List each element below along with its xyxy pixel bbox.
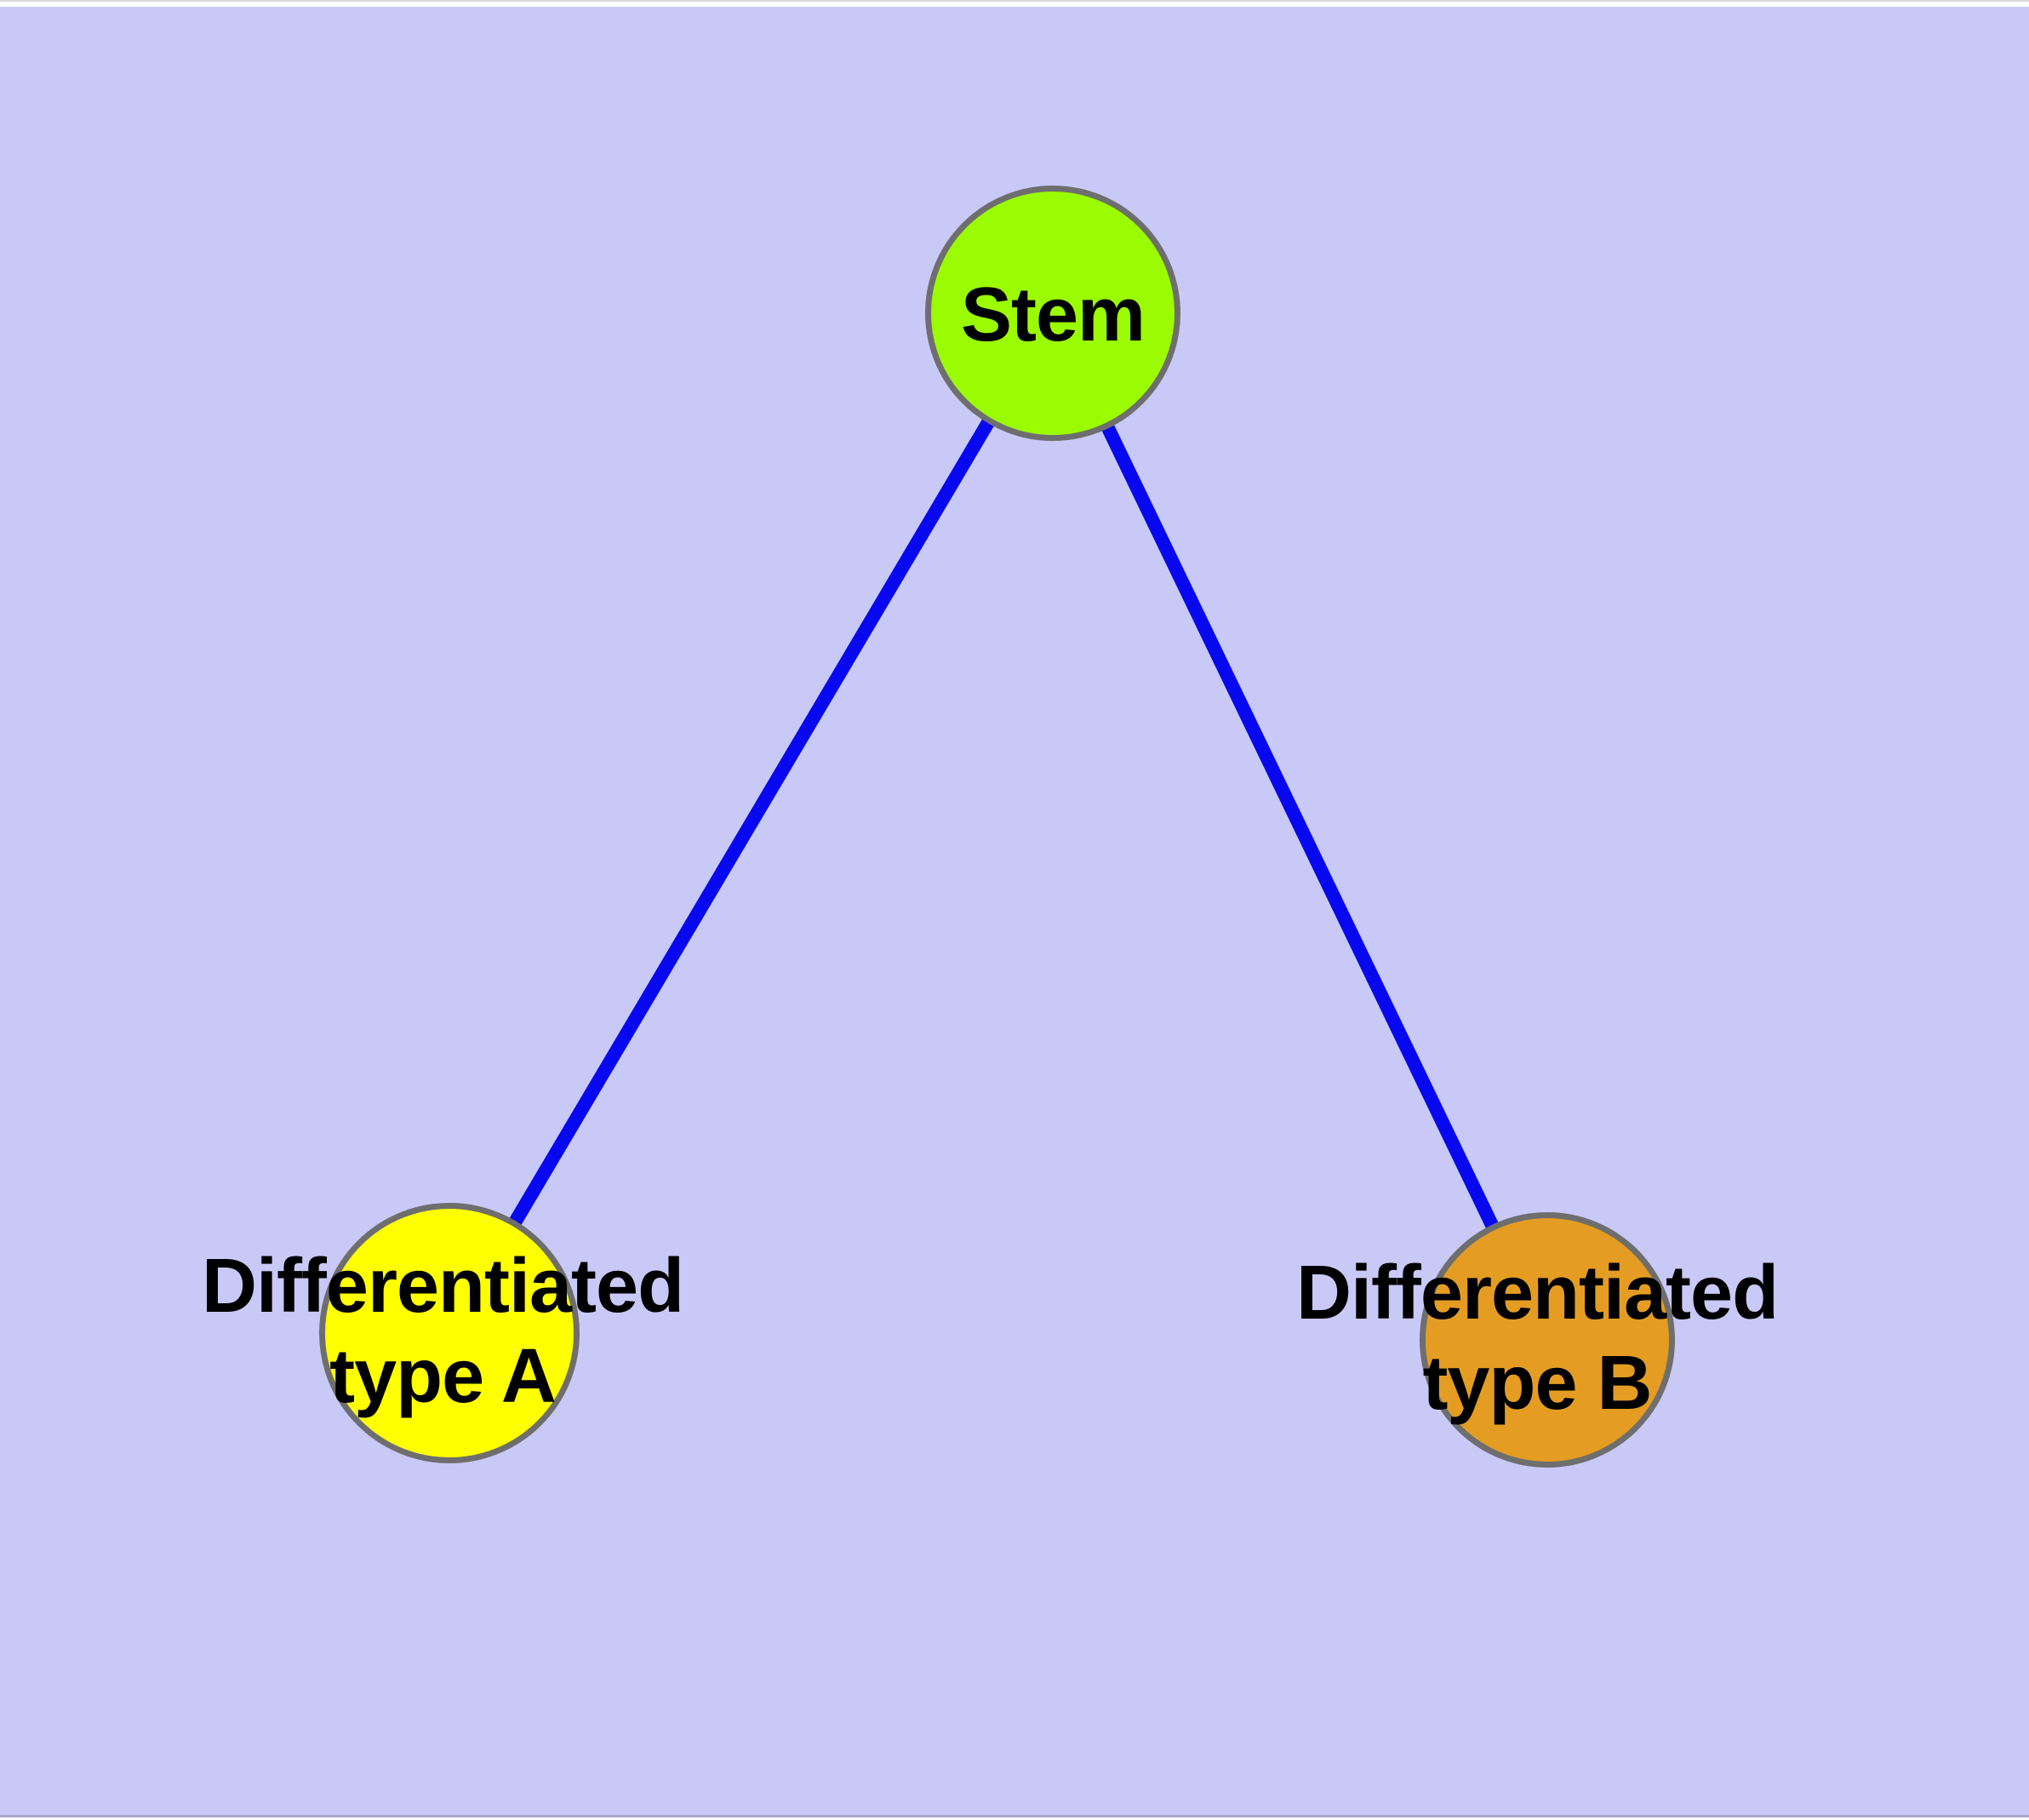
node-label-type-a-line2: type A [329,1334,557,1419]
node-label-stem: Stem [960,270,1146,360]
node-differentiated-type-b [1420,1212,1675,1468]
node-label-stem-text: Stem [960,272,1146,358]
node-label-type-b-line1: Differentiated [1295,1251,1779,1336]
node-differentiated-type-a [319,1203,580,1463]
diagram-canvas: Stem Differentiated type A Differentiate… [0,7,2029,1817]
node-label-type-a-line1: Differentiated [201,1244,684,1329]
node-label-differentiated-type-a: Differentiated type A [201,1241,684,1422]
node-stem [925,186,1180,441]
node-label-differentiated-type-b: Differentiated type B [1295,1248,1779,1428]
edge-stem-to-type-b [1046,310,1554,1343]
window-top-strip [0,0,2029,7]
edge-stem-to-type-a [443,309,1059,1337]
node-label-type-b-line2: type B [1422,1341,1652,1426]
